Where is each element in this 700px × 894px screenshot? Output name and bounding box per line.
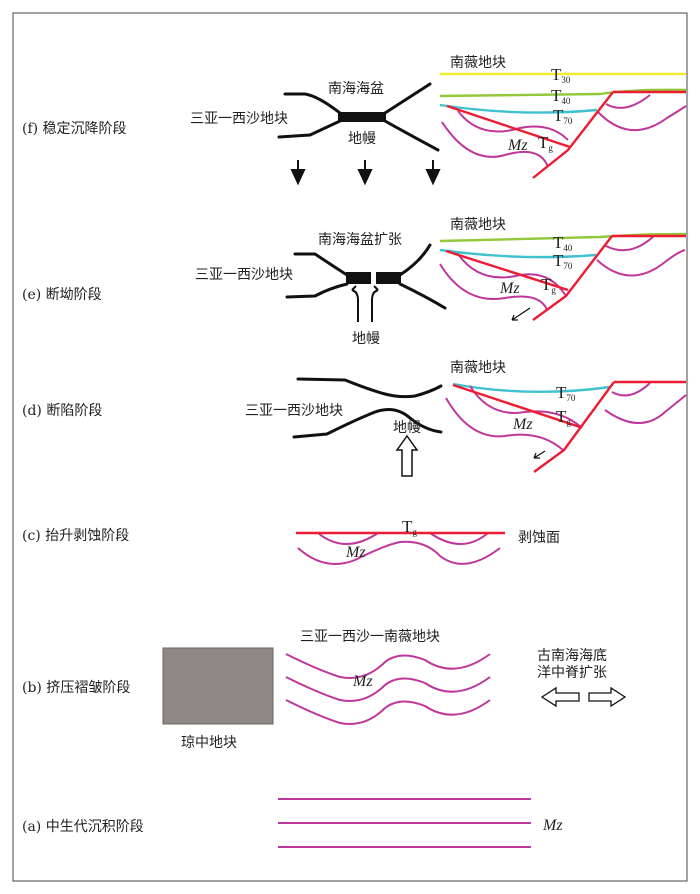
stage-f-right: 南薇地块 T30 T40 T70 Tg Mz (439, 55, 687, 179)
down-arrow-icon (290, 160, 306, 186)
svg-text:Mz: Mz (499, 280, 520, 297)
mantle-label: 地幔 (352, 331, 380, 347)
mantle-label: 地幔 (348, 131, 376, 147)
fault (533, 380, 686, 473)
svg-text:T40: T40 (551, 86, 571, 106)
subsidence-arrows (290, 160, 441, 186)
svg-text:Mz: Mz (512, 416, 533, 433)
mantle-block-left (346, 272, 371, 284)
stage-c: Tg Mz 剥蚀面 (296, 517, 560, 565)
fault (532, 234, 686, 321)
mantle-label: 地幔 (393, 420, 421, 436)
t70-horizon (439, 248, 597, 259)
sanya-xisha-nanwei-label: 三亚一西沙一南薇地块 (300, 629, 440, 645)
frame (12, 12, 688, 882)
stage-a: Mz (278, 798, 563, 848)
stage-e-left: 南海海盆扩张 三亚一西沙地块 地幔 (195, 232, 447, 347)
nanhai-basin-expand-label: 南海海盆扩张 (318, 232, 402, 248)
slip-arrow-icon (511, 307, 531, 321)
mantle-block (338, 112, 386, 122)
t40-horizon (439, 88, 687, 98)
svg-text:T70: T70 (553, 251, 573, 271)
hollow-left-arrow-icon (540, 686, 580, 708)
svg-text:T70: T70 (556, 383, 576, 403)
fault (532, 90, 686, 179)
svg-text:Tg: Tg (556, 407, 571, 427)
svg-text:Mz: Mz (345, 544, 366, 561)
svg-text:Mz: Mz (542, 817, 563, 834)
svg-text:Mz: Mz (507, 137, 528, 154)
sanya-xisha-label: 三亚一西沙地块 (245, 403, 343, 419)
stage-b-label: (b) 挤压褶皱阶段 (22, 680, 130, 696)
hollow-right-arrow-icon (588, 686, 627, 708)
down-arrow-icon (357, 160, 373, 186)
nanwei-label: 南薇地块 (450, 360, 506, 376)
ridge-label-line2: 洋中脊扩张 (537, 665, 607, 681)
upwelling-arrow-icon (371, 285, 379, 322)
stage-e-label: (e) 断坳阶段 (22, 287, 102, 303)
qiongzhong-block (162, 647, 274, 725)
stage-b: 琼中地块 三亚一西沙一南薇地块 Mz 古南海海底 洋中脊扩张 (162, 629, 627, 751)
stage-c-label: (c) 抬升剥蚀阶段 (22, 528, 129, 544)
hollow-up-arrow-icon (395, 434, 419, 477)
stage-f-label: (f) 稳定沉降阶段 (22, 121, 127, 137)
svg-text:T30: T30 (551, 65, 571, 85)
sanya-xisha-label: 三亚一西沙地块 (190, 111, 288, 127)
stage-e-right: 南薇地块 T40 T70 Tg Mz (439, 217, 687, 321)
down-arrow-icon (425, 160, 441, 186)
stage-d-label: (d) 断陷阶段 (22, 403, 102, 419)
upwelling-arrow-icon (351, 285, 359, 322)
erosion-surface-label: 剥蚀面 (518, 530, 560, 546)
stage-d-left: 三亚一西沙地块 地幔 (245, 377, 443, 477)
svg-text:T70: T70 (553, 106, 573, 126)
slip-arrow-icon (533, 450, 546, 459)
svg-text:Tg: Tg (538, 133, 553, 153)
nanwei-label: 南薇地块 (450, 217, 506, 233)
nanwei-label: 南薇地块 (450, 55, 506, 71)
svg-text:Tg: Tg (402, 517, 417, 537)
svg-text:T40: T40 (553, 233, 573, 253)
svg-text:Tg: Tg (541, 275, 556, 295)
tg-horizon (452, 383, 581, 429)
svg-text:Mz: Mz (352, 673, 373, 690)
qiongzhong-label: 琼中地块 (181, 735, 237, 751)
nanhai-basin-label: 南海海盆 (328, 81, 384, 97)
stage-f-left: 南海海盆 三亚一西沙地块 地幔 (190, 81, 441, 186)
t70-horizon (439, 103, 598, 114)
tg-horizon (446, 104, 571, 149)
ridge-label-line1: 古南海海底 (537, 648, 607, 664)
mantle-block-right (376, 272, 401, 284)
stage-a-label: (a) 中生代沉积阶段 (22, 819, 144, 835)
stage-d-right: 南薇地块 T70 Tg Mz (445, 360, 687, 473)
tg-horizon (445, 249, 569, 292)
sanya-xisha-label: 三亚一西沙地块 (195, 267, 293, 283)
